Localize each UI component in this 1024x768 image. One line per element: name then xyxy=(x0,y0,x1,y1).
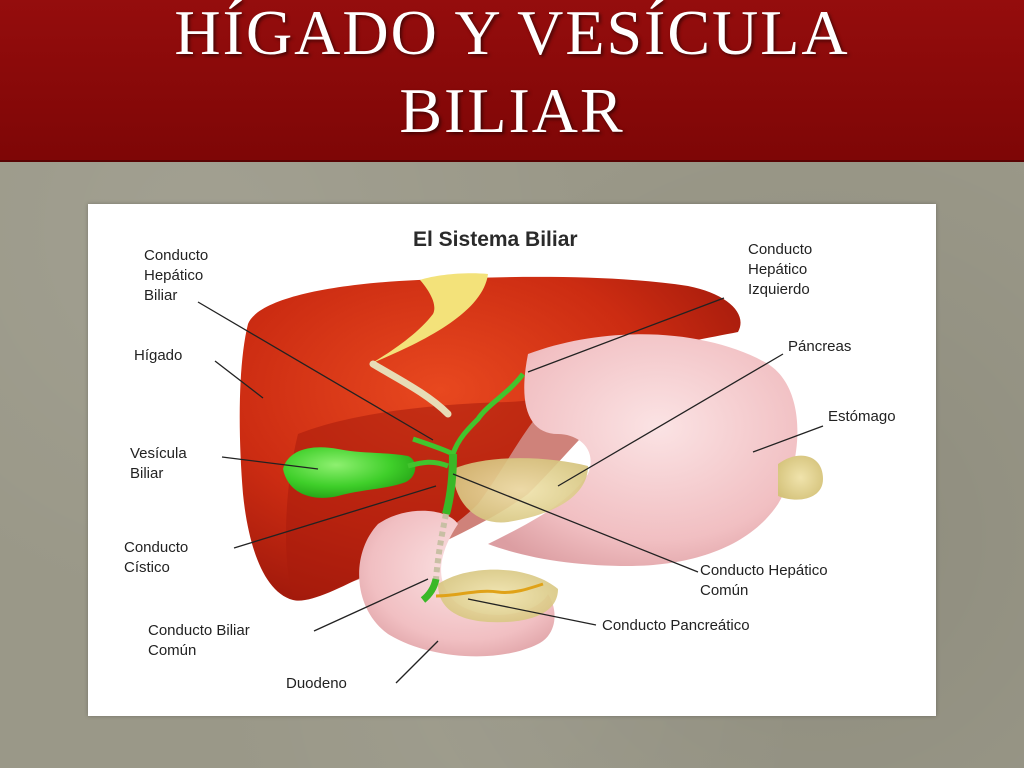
label-duodeno: Duodeno xyxy=(286,675,347,692)
label-conducto-hepatico-comun: Conducto Hepático Común xyxy=(700,562,828,599)
slide-title-line-1: Hígado y vesícula xyxy=(174,0,850,68)
stomach-shape xyxy=(488,334,798,566)
gallbladder-shape xyxy=(283,447,416,498)
hepatic-duct-left xyxy=(450,372,525,455)
hepatic-duct-right xyxy=(412,436,455,457)
biliary-system-figure: El Sistema Biliar Conducto Hepático Bili… xyxy=(88,204,936,716)
leader-vesicula xyxy=(221,456,319,470)
leader-conducto-cistico xyxy=(233,485,437,549)
falciform-fat xyxy=(370,273,488,364)
round-ligament xyxy=(369,360,452,418)
pancreas-head xyxy=(438,569,558,623)
common-bile-duct-end xyxy=(420,578,440,603)
label-pancreas: Páncreas xyxy=(788,338,852,355)
common-bile-duct-hidden xyxy=(433,513,449,580)
pancreatic-duct xyxy=(435,582,544,598)
leader-duodeno xyxy=(395,640,439,684)
cystic-duct xyxy=(407,459,449,469)
slide-title-line-2: biliar xyxy=(399,75,625,146)
leader-conducto-hepatico-comun xyxy=(452,473,699,573)
label-estomago: Estómago xyxy=(828,408,896,425)
label-conducto-biliar-comun: Conducto Biliar Común xyxy=(148,622,250,659)
anatomy-illustration xyxy=(197,273,824,684)
label-conducto-hepatico-biliar: Conducto Hepático Biliar xyxy=(144,247,209,304)
leader-conducto-biliar-comun xyxy=(313,578,429,632)
leader-conducto-hepatico-biliar xyxy=(197,301,434,441)
leader-conducto-pancreatico xyxy=(467,598,597,626)
leader-estomago xyxy=(752,425,824,453)
pancreas-shape xyxy=(453,458,588,523)
figure-title: El Sistema Biliar xyxy=(413,228,578,251)
title-bar: Hígado y vesícula biliar xyxy=(0,0,1024,162)
label-higado: Hígado xyxy=(134,347,183,364)
leader-conducto-hepatico-izquierdo xyxy=(527,297,725,373)
pancreas-tail xyxy=(778,455,823,500)
label-conducto-pancreatico: Conducto Pancreático xyxy=(602,617,750,634)
label-conducto-hepatico-izquierdo: Conducto Hepático Izquierdo xyxy=(748,241,813,298)
common-hepatic-duct xyxy=(442,453,457,516)
leader-lines xyxy=(197,297,824,684)
leader-higado xyxy=(214,360,264,399)
label-vesicula-biliar: Vesícula Biliar xyxy=(130,445,187,482)
leader-pancreas xyxy=(557,353,784,487)
label-conducto-cistico: Conducto Cístico xyxy=(124,539,189,576)
slide-title: Hígado y vesícula biliar xyxy=(0,0,1024,150)
